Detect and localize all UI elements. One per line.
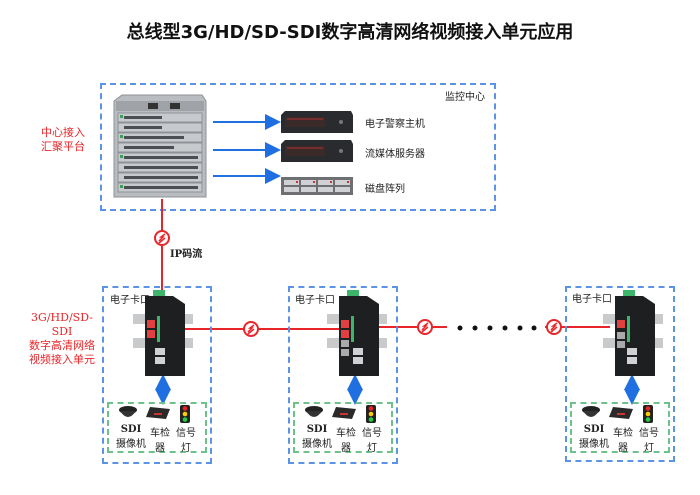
sdi-access-unit-2	[327, 290, 387, 382]
ip-stream-label: IP码流	[170, 249, 203, 260]
din-rail-converter-icon	[133, 290, 193, 376]
site-label: 电子卡口	[110, 295, 150, 306]
monitoring-center-label: 监控中心	[445, 92, 485, 103]
traffic-light-icon	[180, 405, 190, 423]
fiber-symbol-icon	[546, 319, 562, 335]
device-label: 车检	[150, 428, 170, 439]
rack-server-icon	[281, 111, 353, 133]
sdi-access-unit-3	[603, 290, 663, 382]
site-box-1	[102, 286, 212, 464]
vehicle-detector-icon	[609, 407, 633, 419]
device-label: SDI	[583, 424, 605, 435]
device-label: 信号	[176, 428, 196, 439]
center-platform-label: 中心接入 汇聚平台	[41, 126, 85, 153]
site-box-2	[288, 286, 398, 464]
diagram-title: 总线型3G/HD/SD-SDI数字高清网络视频接入单元应用	[126, 22, 574, 43]
site-box-3	[565, 286, 675, 462]
sdi-access-unit-1	[133, 290, 193, 382]
continuation-dots	[457, 325, 537, 331]
din-rail-converter-icon	[603, 290, 663, 376]
server-streaming	[281, 140, 353, 166]
monitoring-center-box	[100, 83, 496, 211]
din-rail-converter-icon	[327, 290, 387, 376]
rack-server-icon	[281, 140, 353, 162]
site-label: 电子卡口	[572, 294, 612, 305]
device-label: 信号	[639, 428, 659, 439]
server-label: 电子警察主机	[365, 119, 425, 130]
traffic-light-icon	[366, 405, 376, 423]
fiber-symbol-icon	[154, 230, 170, 246]
access-unit-label: 3G/HD/SD-SDI 数字高清网络 视频接入单元	[29, 311, 95, 366]
traffic-light-icon	[643, 405, 653, 423]
disk-array	[281, 177, 353, 199]
vehicle-detector-icon	[332, 407, 356, 419]
dome-camera-icon	[119, 406, 137, 417]
device-label: 车检	[613, 428, 633, 439]
field-devices-box-3	[570, 402, 670, 453]
device-label: 信号	[362, 428, 382, 439]
vehicle-detector-icon	[146, 407, 170, 419]
device-label: SDI	[120, 424, 142, 435]
fiber-symbol-icon	[417, 319, 433, 335]
dome-camera-icon	[305, 406, 323, 417]
server-label: 磁盘阵列	[365, 184, 405, 195]
disk-array-icon	[281, 177, 353, 195]
server-electronic-police	[281, 111, 353, 137]
device-label: SDI	[306, 424, 328, 435]
device-label: 车检	[336, 428, 356, 439]
server-label: 流媒体服务器	[365, 149, 425, 160]
site-label: 电子卡口	[295, 295, 335, 306]
dome-camera-icon	[582, 406, 600, 417]
field-devices-box-2	[293, 402, 393, 453]
chassis-switch-icon	[110, 93, 207, 199]
field-devices-box-1	[107, 402, 207, 453]
fiber-symbol-icon	[243, 321, 259, 337]
